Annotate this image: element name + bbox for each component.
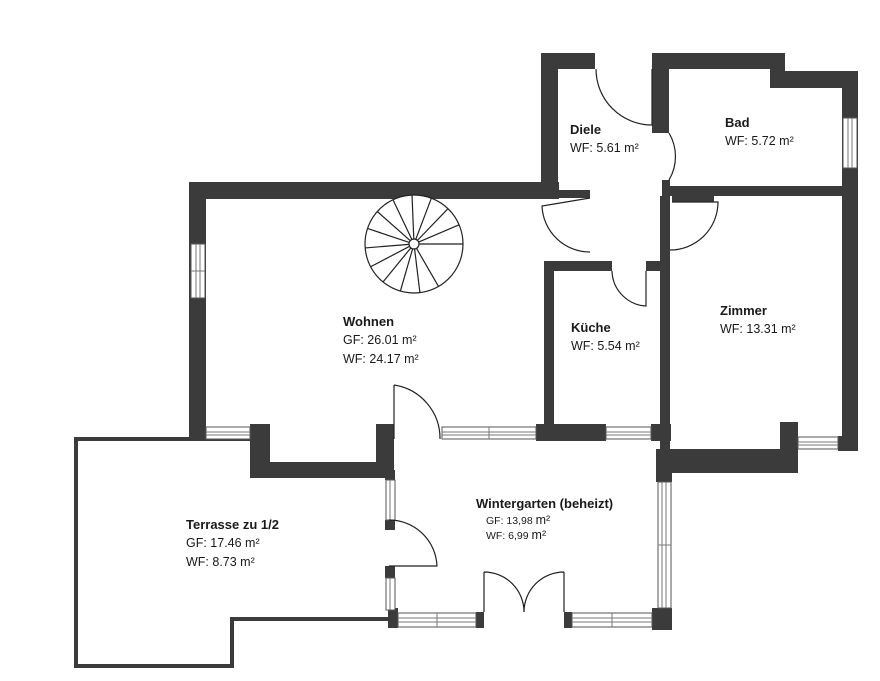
room-wf: WF: 6,99 — [486, 530, 529, 542]
room-label-zimmer: Zimmer WF: 13.31 m² — [720, 301, 796, 339]
stair-tread — [382, 247, 412, 283]
room-name: Bad — [725, 115, 750, 130]
stair-tread — [415, 197, 432, 240]
stair-tread — [392, 199, 413, 240]
room-name: Wintergarten (beheizt) — [476, 496, 614, 511]
stair-tread — [376, 211, 411, 242]
room-gf: GF: 17.46 m² — [186, 536, 260, 550]
stair-tread — [399, 248, 414, 292]
room-gf-unit: m² — [535, 513, 551, 527]
windows — [190, 117, 858, 628]
room-name: Diele — [570, 122, 602, 137]
room-name: Terrasse zu 1/2 — [186, 517, 279, 532]
room-wf-unit: m² — [531, 528, 547, 542]
stair-tread — [365, 243, 410, 249]
spiral-staircase — [364, 194, 464, 294]
room-gf: GF: 26.01 m² — [343, 333, 417, 347]
room-name: Wohnen — [343, 314, 395, 329]
stair-tread — [367, 227, 410, 243]
room-label-wohnen: Wohnen GF: 26.01 m² WF: 24.17 m² — [343, 312, 419, 369]
stair-tread — [417, 208, 449, 241]
stair-tread — [418, 224, 460, 243]
room-wf: WF: 5.61 m² — [570, 141, 639, 155]
room-wf: WF: 13.31 m² — [720, 322, 796, 336]
room-wf: WF: 8.73 m² — [186, 555, 255, 569]
room-label-terrasse: Terrasse zu 1/2 GF: 17.46 m² WF: 8.73 m² — [186, 515, 279, 572]
room-gf: GF: 13,98 — [486, 515, 533, 527]
room-label-kueche: Küche WF: 5.54 m² — [571, 318, 640, 356]
room-label-diele: Diele WF: 5.61 m² — [570, 120, 639, 158]
room-wf-row: WF: 6,99 m² — [476, 528, 613, 543]
stair-tread — [411, 195, 415, 240]
stair-tread — [414, 248, 421, 293]
room-name: Küche — [571, 320, 611, 335]
stair-center-post — [408, 238, 420, 250]
stair-tread — [415, 248, 440, 287]
room-wf: WF: 24.17 m² — [343, 352, 419, 366]
doors — [388, 68, 719, 613]
room-label-bad: Bad WF: 5.72 m² — [725, 113, 794, 151]
stair-tread — [370, 245, 410, 268]
room-label-wintergarten: Wintergarten (beheizt) GF: 13,98 m² WF: … — [476, 494, 613, 543]
room-wf: WF: 5.54 m² — [571, 339, 640, 353]
room-name: Zimmer — [720, 303, 767, 318]
terrace-outline — [74, 437, 390, 668]
room-gf-row: GF: 13,98 m² — [476, 513, 613, 528]
room-wf: WF: 5.72 m² — [725, 134, 794, 148]
